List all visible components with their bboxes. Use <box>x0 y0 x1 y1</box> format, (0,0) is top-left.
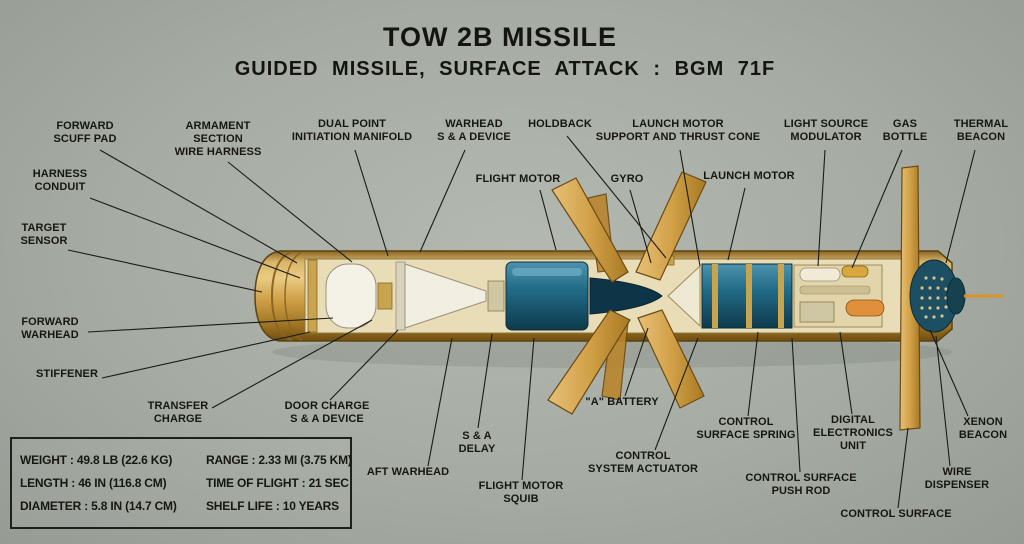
label-forward-warhead: FORWARD WARHEAD <box>21 316 79 341</box>
label-holdback: HOLDBACK <box>528 118 592 130</box>
spec-range: RANGE : 2.33 MI (3.75 KM) <box>206 453 352 467</box>
label-armament-section-wire-harness: ARMAMENT SECTION WIRE HARNESS <box>174 120 262 158</box>
label-launch-motor-support-thrust-cone: LAUNCH MOTOR SUPPORT AND THRUST CONE <box>595 118 761 143</box>
transfer-charge-part <box>377 282 393 310</box>
label-target-sensor: TARGET SENSOR <box>20 222 68 247</box>
label-sa-delay: S & A DELAY <box>458 430 496 455</box>
label-aft-warhead: AFT WARHEAD <box>366 466 450 478</box>
spec-box: WEIGHT : 49.8 LB (22.6 KG) LENGTH : 46 I… <box>10 437 352 529</box>
thermal-beacon-part <box>946 277 966 315</box>
label-gyro: GYRO <box>610 173 644 185</box>
leader-lines <box>67 135 976 509</box>
label-warhead-sa-device: WARHEAD S & A DEVICE <box>437 118 511 143</box>
control-surface-push-rod-part <box>799 285 871 295</box>
aft-warhead-part <box>395 261 487 331</box>
label-control-surface: CONTROL SURFACE <box>840 508 952 520</box>
spec-column-2: RANGE : 2.33 MI (3.75 KM) TIME OF FLIGHT… <box>206 453 352 513</box>
label-light-source-modulator: LIGHT SOURCE MODULATOR <box>783 118 869 143</box>
thrust-cone-part <box>667 264 701 328</box>
wire-dispenser-part <box>909 259 1004 333</box>
spec-shelf-life: SHELF LIFE : 10 YEARS <box>206 499 339 513</box>
digital-electronics-part <box>799 301 835 323</box>
label-xenon-beacon: XENON BEACON <box>958 416 1008 441</box>
label-control-surface-spring: CONTROL SURFACE SPRING <box>696 416 796 441</box>
label-dual-point-initiation-manifold: DUAL POINT INITIATION MANIFOLD <box>291 118 413 143</box>
diagram-title: TOW 2B MISSILE <box>382 22 618 52</box>
label-forward-scuff-pad: FORWARD SCUFF PAD <box>53 120 117 145</box>
label-control-surface-push-rod: CONTROL SURFACE PUSH ROD <box>745 472 857 497</box>
diagram-subtitle: GUIDED MISSILE, SURFACE ATTACK : BGM 71F <box>234 58 776 80</box>
label-flight-motor: FLIGHT MOTOR <box>475 173 561 185</box>
label-wire-dispenser: WIRE DISPENSER <box>924 466 990 491</box>
label-launch-motor: LAUNCH MOTOR <box>703 170 795 182</box>
forward-warhead-part <box>325 263 377 329</box>
label-stiffener: STIFFENER <box>35 368 99 380</box>
cutaway-interior <box>304 255 906 334</box>
label-digital-electronics-unit: DIGITAL ELECTRONICS UNIT <box>813 414 893 452</box>
spec-column-1: WEIGHT : 49.8 LB (22.6 KG) LENGTH : 46 I… <box>12 453 206 513</box>
sa-device-part <box>487 280 505 312</box>
label-control-system-actuator: CONTROL SYSTEM ACTUATOR <box>587 450 699 475</box>
label-harness-conduit: HARNESS CONDUIT <box>32 168 88 193</box>
label-flight-motor-squib: FLIGHT MOTOR SQUIB <box>478 480 564 505</box>
flight-motor-part <box>505 261 589 331</box>
spec-weight: WEIGHT : 49.8 LB (22.6 KG) <box>20 453 173 467</box>
xenon-beacon-part <box>845 299 885 317</box>
light-source-modulator-part <box>799 267 841 282</box>
spec-diameter: DIAMETER : 5.8 IN (14.7 CM) <box>20 499 177 513</box>
electronics-bay <box>793 264 885 328</box>
gas-bottle-part <box>841 265 869 278</box>
label-gas-bottle: GAS BOTTLE <box>882 118 928 143</box>
label-door-charge-sa-device: DOOR CHARGE S & A DEVICE <box>284 400 370 425</box>
label-transfer-charge: TRANSFER CHARGE <box>147 400 209 425</box>
launch-motor-part <box>701 263 793 329</box>
label-thermal-beacon: THERMAL BEACON <box>953 118 1009 143</box>
stiffener-part <box>307 259 318 333</box>
label-a-battery: "A" BATTERY <box>585 396 659 408</box>
spec-length: LENGTH : 46 IN (116.8 CM) <box>20 476 167 490</box>
spec-time-of-flight: TIME OF FLIGHT : 21 SEC <box>206 476 349 490</box>
